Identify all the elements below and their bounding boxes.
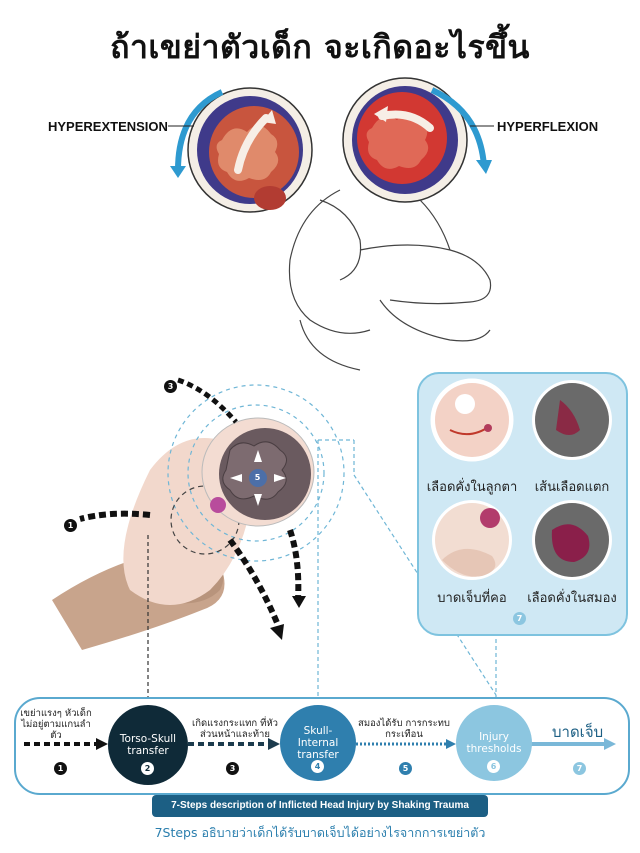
panel-step-7: 7 <box>513 612 526 625</box>
brain-hyperflexion-illustration <box>342 77 468 203</box>
step-1-text: เขย่าแรงๆ หัวเด็กไม่อยู่ตามแกนลำตัว <box>20 708 92 741</box>
neck-injury-label: บาดเจ็บที่คอ <box>437 591 507 606</box>
step-3-num: 3 <box>226 762 239 775</box>
callout-step-1: 1 <box>64 519 77 532</box>
brain-hyperextension-illustration <box>187 87 313 213</box>
neck-injury-thumbnail <box>432 500 512 580</box>
step-2-num: 2 <box>141 762 154 775</box>
hyperflexion-label: HYPERFLEXION <box>497 119 599 134</box>
step-4-text: Skull-Internal transfer <box>297 725 339 761</box>
step-6-text: Injury thresholds <box>466 731 522 755</box>
steps-banner: 7-Steps description of Inflicted Head In… <box>152 795 488 817</box>
vessel-rupture-label: เส้นเลือดแตก <box>534 480 610 495</box>
callout-step-5: 5 <box>254 473 261 482</box>
body-outline-sketch <box>288 189 492 371</box>
hyperextension-label: HYPEREXTENSION <box>48 119 168 134</box>
step-5-text: สมองได้รับ การกระทบกระเทือน <box>358 718 450 740</box>
eye-hemorrhage-thumbnail <box>430 378 514 462</box>
vessel-rupture-thumbnail <box>532 380 612 460</box>
step-2-circle: Torso-Skull transfer <box>108 705 188 785</box>
step-1-num: 1 <box>54 762 67 775</box>
page-title: ถ้าเขย่าตัวเด็ก จะเกิดอะไรขึ้น <box>110 28 530 66</box>
step-7-num: 7 <box>573 762 586 775</box>
footer-caption: 7Steps อธิบายว่าเด็กได้รับบาดเจ็บได้อย่า… <box>154 825 486 840</box>
callout-step-3: 3 <box>164 380 177 393</box>
step-2-text: Torso-Skull transfer <box>119 733 177 757</box>
brain-hemorrhage-thumbnail <box>532 500 612 580</box>
step-6-num: 6 <box>487 760 500 773</box>
step-4-num: 4 <box>311 760 324 773</box>
brain-hemorrhage-label: เลือดคั่งในสมอง <box>527 591 617 606</box>
step-3-text: เกิดแรงกระแทก ที่หัวส่วนหน้าและท้าย <box>191 718 278 740</box>
step-7-text: บาดเจ็บ <box>552 723 604 741</box>
step-6-circle: Injury thresholds <box>456 705 532 781</box>
eye-hemorrhage-label: เลือดคั่งในลูกตา <box>426 480 518 495</box>
step-5-num: 5 <box>399 762 412 775</box>
